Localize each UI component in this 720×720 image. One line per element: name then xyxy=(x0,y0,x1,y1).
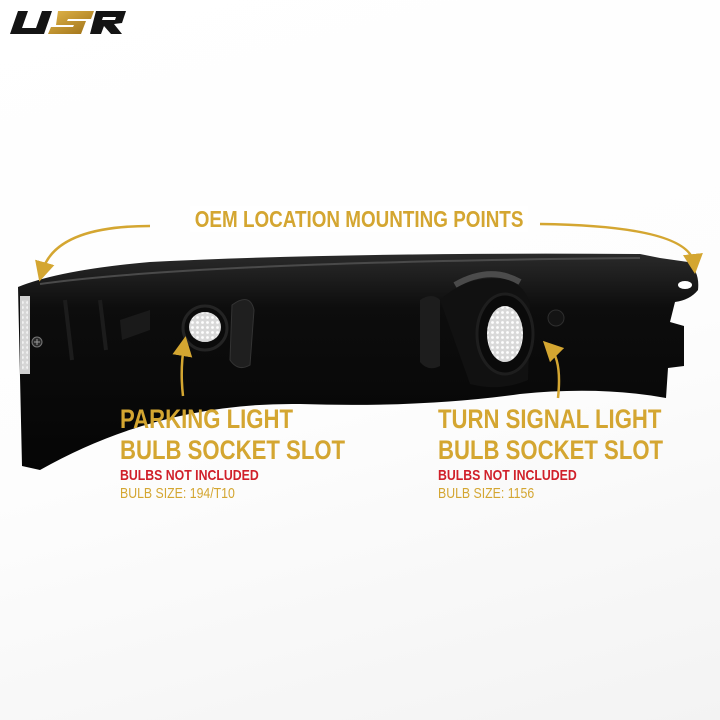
bumper-light-housing xyxy=(18,253,699,470)
turn-signal-callout: TURN SIGNAL LIGHT BULB SOCKET SLOT BULBS… xyxy=(438,404,663,503)
parking-light-bulbs-note: BULBS NOT INCLUDED xyxy=(120,467,259,484)
parking-light-title-line2: BULB SOCKET SLOT xyxy=(120,435,346,465)
turn-signal-arrow xyxy=(542,340,565,399)
parking-light-callout: PARKING LIGHT BULB SOCKET SLOT BULBS NOT… xyxy=(120,404,345,503)
turn-signal-bulbs-note: BULBS NOT INCLUDED xyxy=(438,467,577,484)
usr-logo xyxy=(10,11,126,34)
left-mounting-arrow xyxy=(35,224,151,282)
parking-light-arrow xyxy=(172,336,193,397)
turn-signal-title-line2: BULB SOCKET SLOT xyxy=(438,435,664,465)
parking-light-bulb-size: BULB SIZE: 194/T10 xyxy=(120,485,235,502)
turn-signal-bulb-size: BULB SIZE: 1156 xyxy=(438,485,535,502)
turn-signal-title-line1: TURN SIGNAL LIGHT xyxy=(438,404,662,434)
parking-light-title-line1: PARKING LIGHT xyxy=(120,404,294,434)
right-mounting-arrow xyxy=(539,222,703,274)
mounting-points-headline: OEM LOCATION MOUNTING POINTS xyxy=(64,206,654,233)
